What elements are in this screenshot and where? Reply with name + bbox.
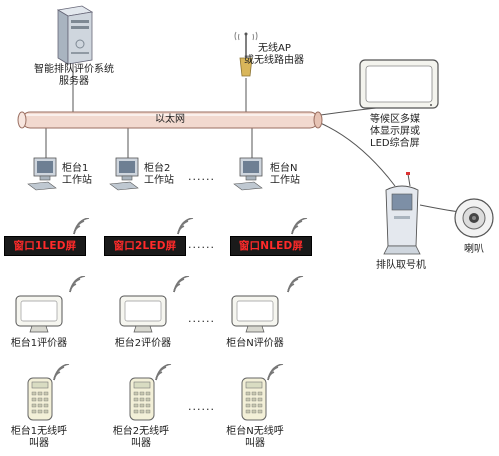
wireless-signal-icon (73, 218, 90, 235)
ticket-machine-label: 排队取号机 (376, 260, 426, 271)
display-label: 等候区多媒 体显示屏或 LED综合屏 (370, 114, 420, 149)
wireless-signal-icon (173, 276, 190, 293)
evaluator-icon (15, 295, 63, 333)
wireless-signal-icon (177, 218, 194, 235)
ethernet-pipe (17, 111, 323, 129)
evaluator-label: 柜台2评价器 (114, 338, 172, 349)
pager-icon (129, 377, 155, 421)
wireless-signal-icon (267, 364, 284, 381)
evaluator-icon (119, 295, 167, 333)
led-screen-n: 窗口NLED屏 (230, 236, 312, 256)
wireless-ap-icon (234, 31, 258, 77)
pager-icon (241, 377, 267, 421)
computer-icon (109, 157, 139, 191)
wireless-signal-icon (291, 218, 308, 235)
speaker-label: 喇叭 (464, 244, 484, 255)
workstation-label: 柜台N 工作站 (270, 163, 300, 186)
ellipsis: ...... (188, 170, 215, 183)
evaluator-label: 柜台N评价器 (226, 338, 284, 349)
ticket-machine-icon (383, 172, 421, 255)
pager-icon (27, 377, 53, 421)
display-screen-icon (359, 59, 439, 109)
pager-label: 柜台2无线呼 叫器 (112, 426, 170, 449)
computer-icon (233, 157, 263, 191)
ellipsis: ...... (188, 400, 215, 413)
ap-label: 无线AP 或无线路由器 (244, 43, 304, 66)
ethernet-label: 以太网 (155, 114, 185, 125)
workstation-label: 柜台1 工作站 (62, 163, 92, 186)
led-screen-1: 窗口1LED屏 (4, 236, 86, 256)
speaker-icon (454, 198, 494, 238)
wireless-signal-icon (287, 276, 304, 293)
workstation-label: 柜台2 工作站 (144, 163, 174, 186)
wireless-signal-icon (155, 364, 172, 381)
ellipsis: ...... (188, 312, 215, 325)
wireless-signal-icon (69, 276, 86, 293)
evaluator-label: 柜台1评价器 (10, 338, 68, 349)
wireless-signal-icon (53, 364, 70, 381)
led-screen-2: 窗口2LED屏 (104, 236, 186, 256)
server-icon (56, 5, 94, 65)
evaluator-icon (231, 295, 279, 333)
pager-label: 柜台1无线呼 叫器 (10, 426, 68, 449)
ellipsis: ...... (188, 238, 215, 251)
server-label: 智能排队评价系统 服务器 (34, 64, 114, 87)
computer-icon (27, 157, 57, 191)
pager-label: 柜台N无线呼 叫器 (226, 426, 284, 449)
